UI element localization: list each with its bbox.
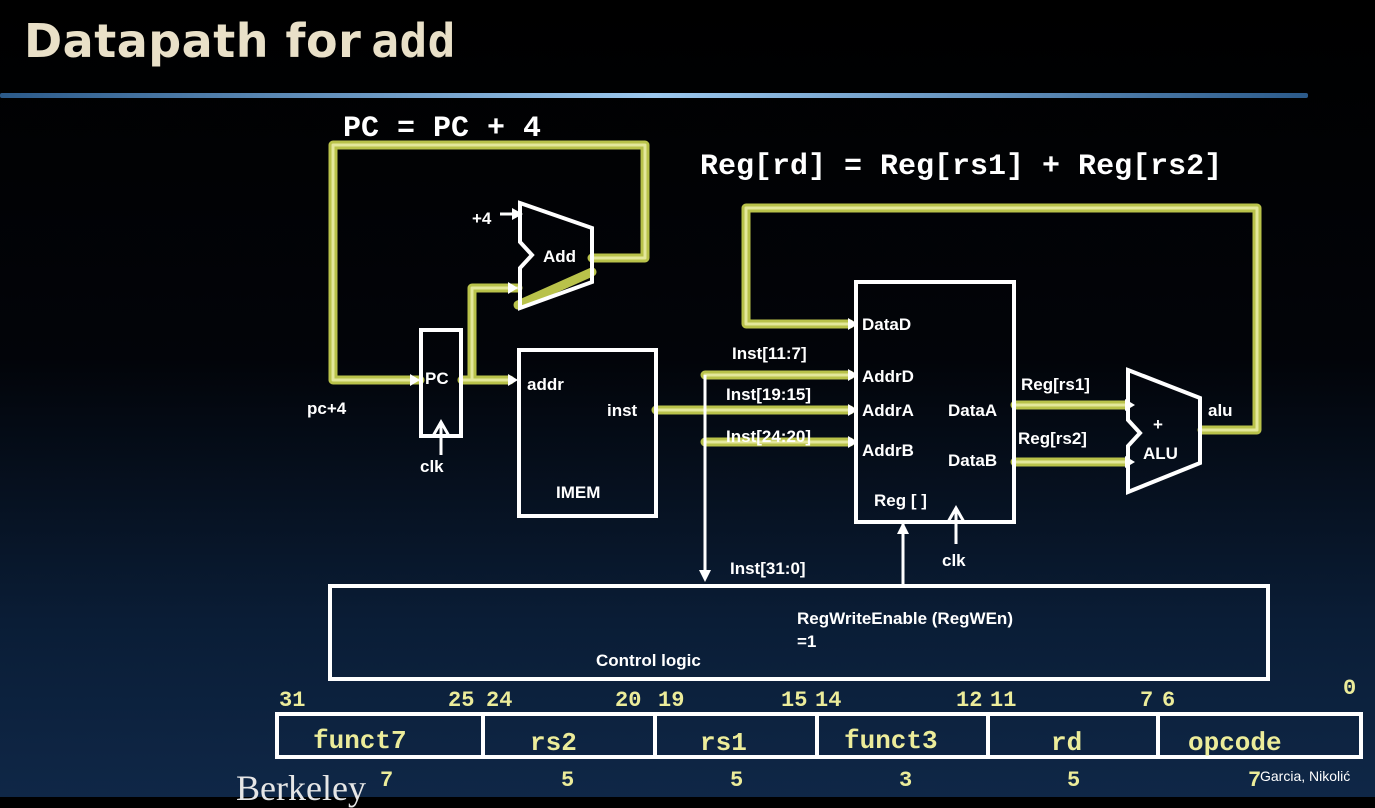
adder-label: Add [543,247,576,266]
bit-15: 15 [781,688,807,713]
bit-19: 19 [658,688,684,713]
adder-const-label: +4 [472,209,492,228]
regfile-addrb-port: AddrB [862,441,914,460]
bit-0: 0 [1343,676,1356,701]
regfile-datab-port: DataB [948,451,997,470]
bit-6: 6 [1162,688,1175,713]
inst-rs1-label: Inst[19:15] [726,385,811,404]
bit-24: 24 [486,688,512,713]
bit-12: 12 [956,688,982,713]
regfile-clk-label: clk [942,551,966,570]
control-signal-label: RegWriteEnable (RegWEn) [797,609,1013,628]
berkeley-logo-text: Berkeley [236,768,366,808]
pc-label: PC [425,369,449,388]
field-opcode: opcode [1188,728,1282,758]
register-file: DataD AddrD AddrA AddrB DataA DataB Reg … [854,280,1016,570]
bit-25: 25 [448,688,474,713]
reg-equation: Reg[rd] = Reg[rs1] + Reg[rs2] [700,150,1222,184]
regfile-addrd-port: AddrD [862,367,914,386]
alu-output-label: alu [1208,401,1233,420]
adder: Add +4 [472,200,594,311]
alu-op-label: + [1153,415,1163,434]
regfile-addra-port: AddrA [862,401,914,420]
title-instruction: add [371,14,456,68]
regfile-label: Reg [ ] [874,491,927,510]
field-rs1: rs1 [700,728,747,758]
bit-14: 14 [815,688,841,713]
author-credit: Garcia, Nikolić [1260,768,1351,784]
alu-label: ALU [1143,444,1178,463]
active-paths [328,140,1262,467]
width-funct3: 3 [899,768,912,793]
width-funct7: 7 [380,768,393,793]
title-prefix: Datapath for [24,14,362,68]
field-funct3: funct3 [844,726,938,756]
imem-inst-port: inst [607,401,638,420]
bit-11: 11 [990,688,1016,713]
imem: addr inst IMEM [517,348,658,518]
inst-full-label: Inst[31:0] [730,559,806,578]
control-logic: RegWriteEnable (RegWEn) =1 Control logic [328,524,1270,681]
width-rd: 5 [1067,768,1080,793]
inst-rs2-label: Inst[24:20] [726,427,811,446]
alu-in-b-label: Reg[rs2] [1018,429,1087,448]
pc-equation: PC = PC + 4 [343,112,541,146]
control-signal-value: =1 [797,632,816,651]
bit-7: 7 [1140,688,1153,713]
regfile-datad-port: DataD [862,315,911,334]
field-rs2: rs2 [530,728,577,758]
bit-31: 31 [279,688,305,713]
pc-register: PC clk pc+4 [307,328,463,476]
field-rd: rd [1051,728,1082,758]
regfile-dataa-port: DataA [948,401,997,420]
pc-clk-label: clk [420,457,444,476]
control-logic-label: Control logic [596,651,701,670]
width-rs1: 5 [730,768,743,793]
title-underline [0,93,1308,98]
inst-rd-label: Inst[11:7] [732,344,807,363]
imem-label: IMEM [556,483,600,502]
imem-addr-port: addr [527,375,564,394]
width-opcode: 7 [1248,768,1261,793]
bit-20: 20 [615,688,641,713]
pc-input-label: pc+4 [307,399,347,418]
alu: + ALU alu Reg[rs1] Reg[rs2] [1018,367,1233,495]
width-rs2: 5 [561,768,574,793]
alu-in-a-label: Reg[rs1] [1021,375,1090,394]
field-funct7: funct7 [313,726,407,756]
instruction-format: funct7 rs2 rs1 funct3 rd opcode 31 25 24… [275,676,1363,793]
